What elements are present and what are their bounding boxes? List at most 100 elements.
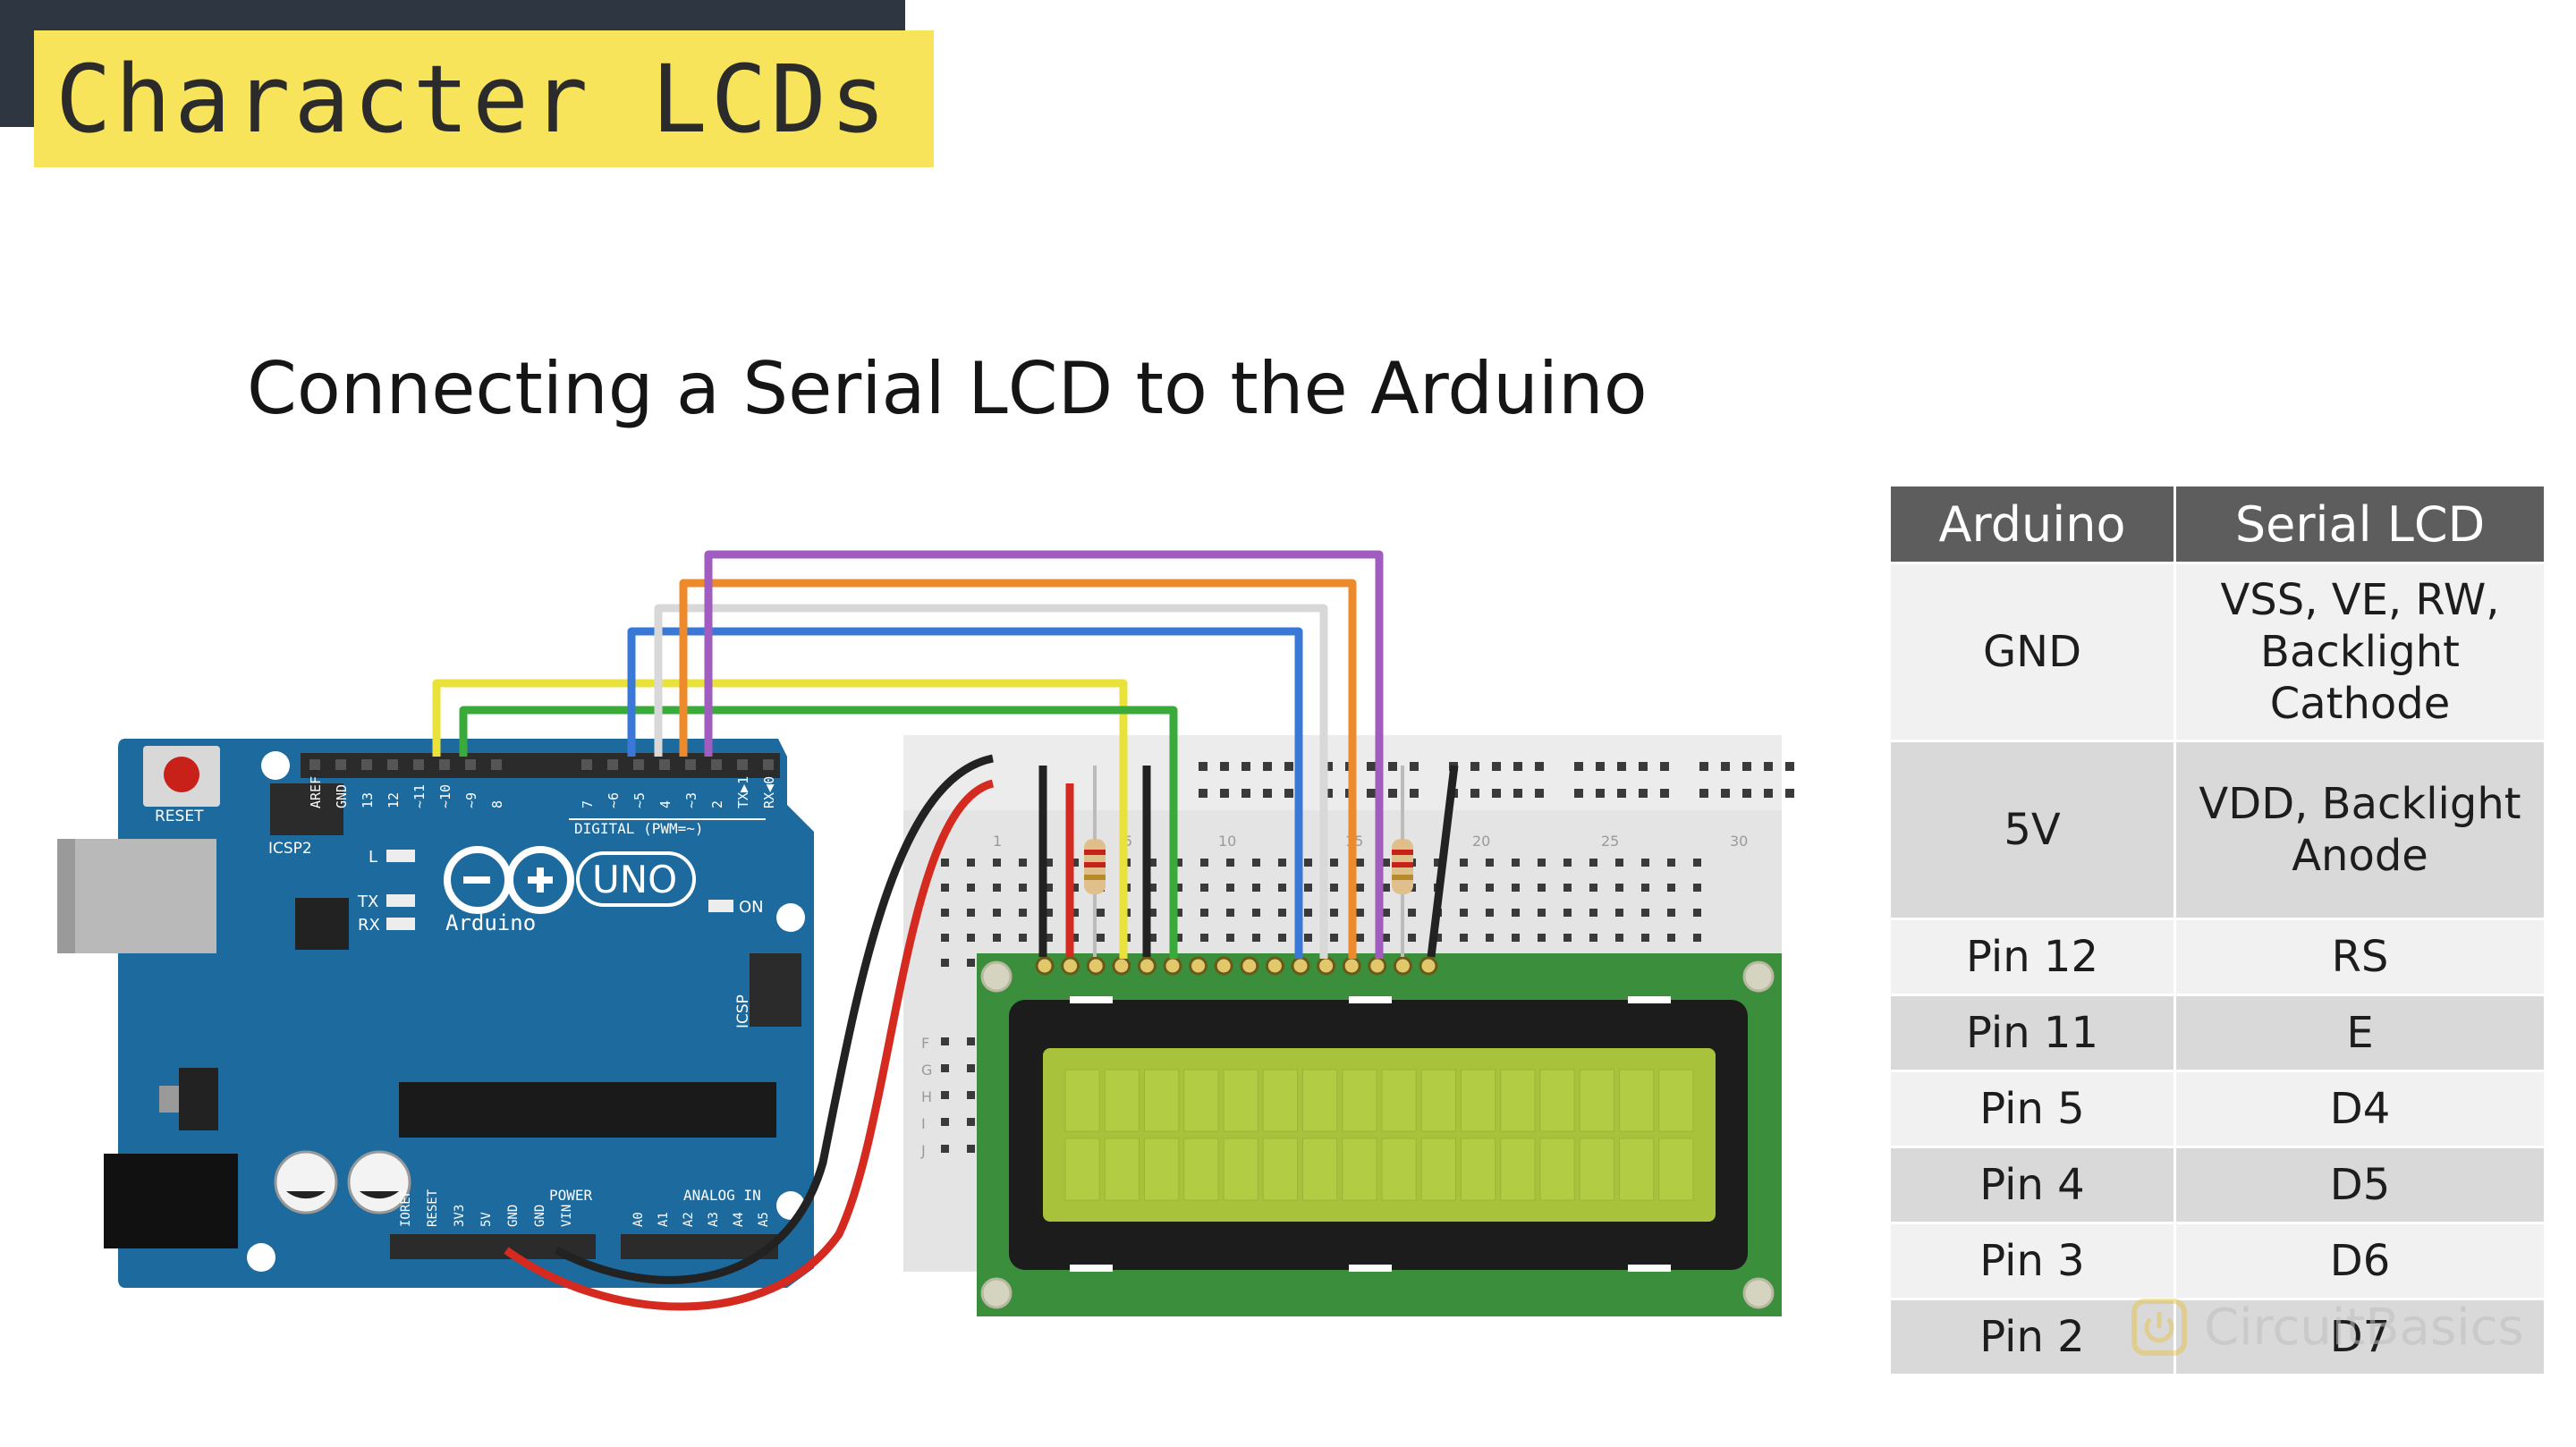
breadboard-hole	[1045, 934, 1053, 942]
breadboard-hole	[967, 1118, 975, 1126]
icsp2-header	[270, 783, 343, 835]
capacitor-band	[286, 1191, 326, 1199]
table-cell-arduino: 5V	[1891, 740, 2176, 919]
breadboard-hole	[1382, 884, 1390, 892]
lcd-bezel-tick	[1070, 1265, 1113, 1272]
breadboard-hole	[1667, 909, 1675, 917]
breadboard-hole	[967, 909, 975, 917]
table-row: Pin 3 D6	[1891, 1222, 2544, 1299]
breadboard-hole	[1356, 934, 1364, 942]
digital-pin-label: ~5	[631, 792, 648, 808]
breadboard-hole	[1434, 934, 1442, 942]
breadboard-hole	[1513, 762, 1522, 771]
row-letter: H	[921, 1088, 932, 1105]
breadboard-hole	[1641, 859, 1649, 867]
breadboard-hole	[941, 934, 949, 942]
analog-pin-label: A5	[757, 1212, 771, 1227]
mounting-hole	[247, 1243, 275, 1272]
table-cell-arduino: Pin 12	[1891, 918, 2176, 995]
breadboard-hole	[941, 859, 949, 867]
breadboard-hole	[1382, 859, 1390, 867]
lcd-character-cell	[1183, 1069, 1219, 1132]
breadboard-hole	[1241, 762, 1250, 771]
wire-pin11	[459, 706, 1178, 959]
breadboard-hole	[1304, 884, 1312, 892]
breadboard-hole	[967, 1145, 975, 1153]
table-cell-lcd: E	[2174, 994, 2544, 1071]
resistor-2	[1392, 766, 1413, 957]
breadboard-hole	[1563, 934, 1572, 942]
breadboard-hole	[1071, 884, 1079, 892]
row-letter: J	[920, 1142, 926, 1159]
breadboard-hole	[967, 1037, 975, 1045]
breadboard-hole	[993, 909, 1001, 917]
table-header-serial-lcd: Serial LCD	[2174, 487, 2544, 563]
digital-pin-label: GND	[334, 784, 350, 808]
breadboard-hole	[1356, 884, 1364, 892]
header-pin-hole	[491, 759, 502, 770]
table-cell-lcd: VSS, VE, RW, Backlight Cathode	[2174, 562, 2544, 741]
breadboard-hole	[1304, 909, 1312, 917]
breadboard-hole	[1382, 934, 1390, 942]
lcd-character-cell	[1539, 1069, 1575, 1132]
breadboard-hole	[1304, 934, 1312, 942]
breadboard-hole	[1252, 884, 1260, 892]
breadboard-hole	[1284, 789, 1293, 798]
breadboard-hole	[1615, 884, 1623, 892]
digital-pin-label: ~3	[683, 792, 699, 808]
breadboard-hole	[1589, 884, 1597, 892]
breadboard-hole	[1263, 762, 1272, 771]
breadboard-hole	[1742, 789, 1751, 798]
breadboard-hole	[1574, 789, 1583, 798]
breadboard-hole	[1174, 909, 1182, 917]
table-cell-arduino: Pin 3	[1891, 1222, 2176, 1299]
breadboard-hole	[1382, 909, 1390, 917]
table-row: 5V VDD, Backlight Anode	[1891, 740, 2544, 919]
table-cell-lcd: VDD, Backlight Anode	[2174, 740, 2544, 919]
lcd-character-cell	[1262, 1069, 1298, 1132]
breadboard-hole	[1226, 859, 1234, 867]
breadboard-hole	[1263, 789, 1272, 798]
breadboard-hole	[1721, 789, 1730, 798]
header-pin-hole	[581, 759, 592, 770]
capacitor	[274, 1150, 338, 1214]
breadboard-hole	[1324, 762, 1333, 771]
header-pin-hole	[309, 759, 320, 770]
lcd-pin	[1137, 956, 1157, 976]
analog-pin-label: A2	[682, 1212, 696, 1227]
analog-pin-label: A3	[707, 1212, 721, 1227]
wire-pin5	[627, 627, 1303, 959]
breadboard-hole	[1764, 762, 1773, 771]
breadboard-hole	[1388, 762, 1397, 771]
lcd-character-cell	[1619, 1069, 1655, 1132]
lcd-pin	[1419, 956, 1438, 976]
header-dark-stub	[0, 0, 34, 127]
row-letter: I	[921, 1115, 926, 1132]
breadboard-hole	[1045, 884, 1053, 892]
lcd-mount-hole	[1742, 1277, 1775, 1309]
breadboard-hole	[1199, 789, 1208, 798]
digital-pin-label: 13	[360, 792, 376, 808]
arduino-brand-label: Arduino	[445, 910, 536, 935]
breadboard-power-rail	[903, 735, 1782, 810]
reset-button-cap[interactable]	[164, 757, 199, 792]
breadboard-hole	[1513, 789, 1522, 798]
breadboard-hole	[1241, 789, 1250, 798]
l-led-label: L	[369, 848, 377, 867]
arduino-pcb	[118, 739, 814, 1288]
usb-chip	[295, 898, 349, 950]
breadboard-hole	[1470, 762, 1479, 771]
lcd-character-cell	[1342, 1069, 1377, 1132]
breadboard-hole	[1535, 789, 1544, 798]
lcd-character-cell	[1104, 1138, 1140, 1201]
breadboard-hole	[1538, 859, 1546, 867]
wires	[432, 550, 1459, 1311]
breadboard-hole	[1278, 934, 1286, 942]
usb-port	[57, 839, 216, 953]
breadboard-hole	[1563, 859, 1572, 867]
table-cell-lcd: D4	[2174, 1070, 2544, 1147]
wire-pin4	[654, 604, 1328, 959]
breadboard-hole	[1538, 934, 1546, 942]
digital-pin-label: 12	[386, 792, 402, 808]
column-number: 5	[1123, 833, 1132, 850]
